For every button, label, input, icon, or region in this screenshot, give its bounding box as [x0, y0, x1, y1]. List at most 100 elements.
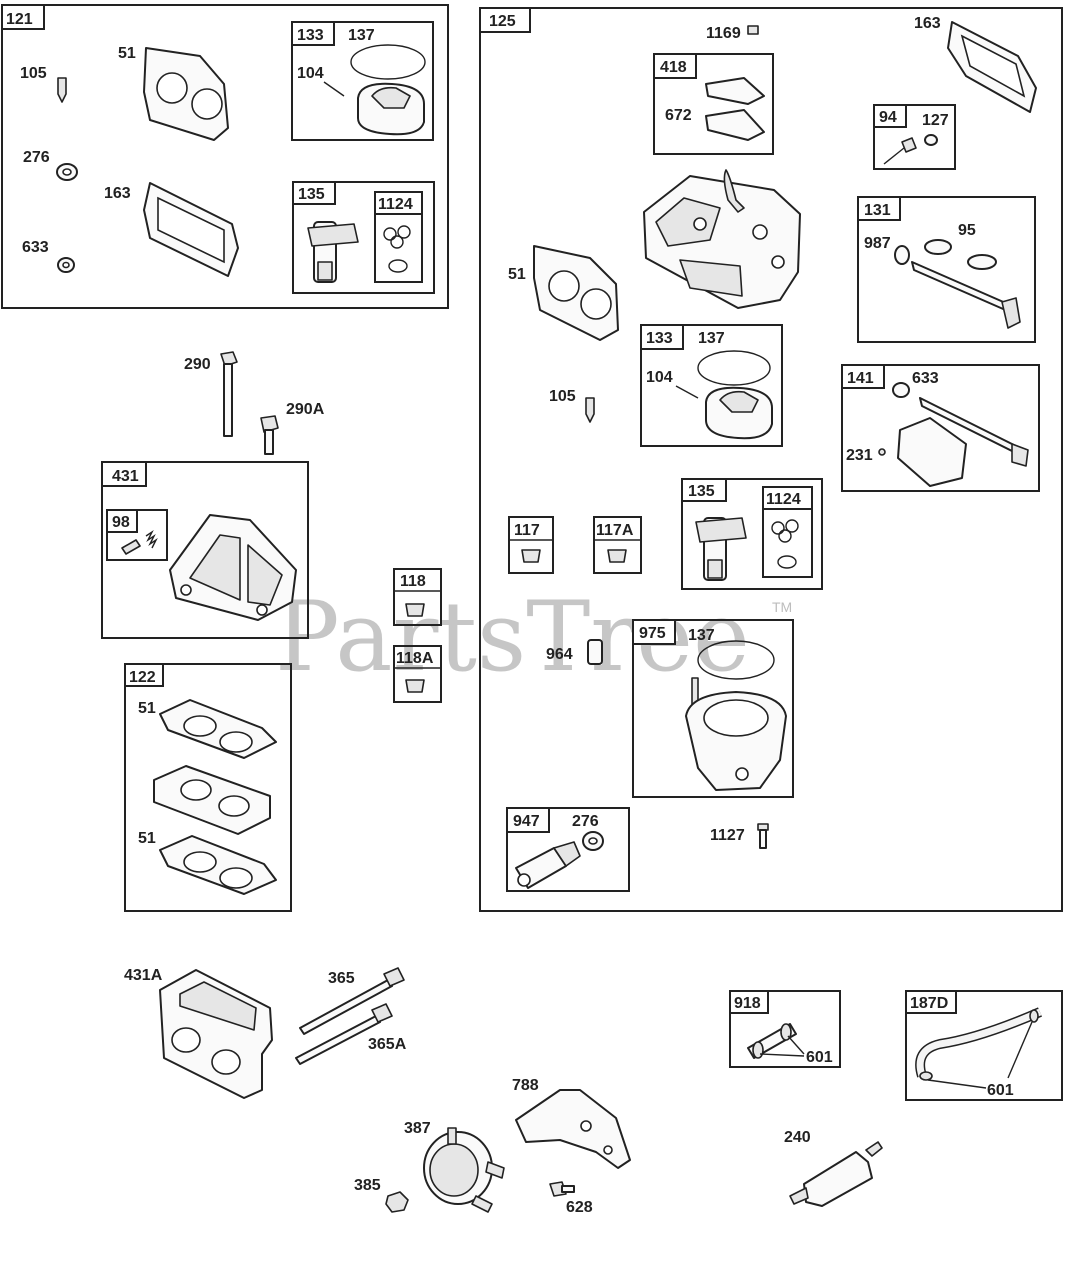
pin-icon: [675, 385, 699, 399]
box-label-122: 122: [129, 669, 156, 686]
box-label-131: 131: [864, 202, 891, 219]
gasket-icon: [533, 245, 619, 341]
label-231: 231: [846, 447, 873, 464]
label-51: 51: [118, 45, 136, 62]
label-104: 104: [297, 65, 324, 82]
box-label-133: 133: [646, 330, 673, 347]
screw-spring-icon: [121, 529, 158, 555]
bolt-290A[interactable]: 290A: [260, 401, 325, 455]
fuel-solenoid-icon: [515, 841, 581, 889]
jet-118[interactable]: 118: [393, 568, 442, 626]
bracket-788[interactable]: 788: [512, 1077, 631, 1169]
carburetor-body-icon: [643, 169, 801, 309]
fuel-bowl-icon: [685, 677, 787, 791]
gasket-icon: [159, 699, 277, 759]
carburetor-125[interactable]: 125 1169 163 418 672 94 127: [479, 7, 1063, 912]
gasket-icon: [159, 835, 277, 895]
o-ring-icon: [697, 350, 771, 386]
label-137: 137: [698, 330, 725, 347]
seal-kit-icon: [771, 519, 799, 569]
kit-918[interactable]: 918 601: [729, 990, 841, 1068]
watermark-tm: TM: [772, 599, 792, 615]
bolt-365[interactable]: 365: [299, 967, 405, 1035]
box-label-98: 98: [112, 514, 130, 531]
label-137: 137: [348, 27, 375, 44]
box-label-418: 418: [660, 59, 687, 76]
needle-valve-icon: [57, 77, 67, 103]
label-987: 987: [864, 235, 891, 252]
box-label-1124: 1124: [378, 196, 413, 213]
gasket-icon: [143, 47, 229, 141]
plate-icon: [705, 109, 765, 141]
label-105: 105: [549, 388, 576, 405]
jet-icon: [607, 549, 627, 563]
watermark-text: PartsTree: [275, 581, 750, 693]
kit-121[interactable]: 121 51 105 276 163 633 133 137 104: [1, 4, 449, 309]
label-387: 387: [404, 1120, 431, 1137]
label-633: 633: [22, 239, 49, 256]
needle-icon: [883, 147, 905, 165]
label-1169: 1169: [706, 25, 741, 42]
float-icon: [705, 386, 773, 440]
bolt-290[interactable]: 290: [184, 351, 238, 437]
bolt-365A[interactable]: 365A: [295, 1003, 407, 1065]
box-label-135: 135: [298, 186, 325, 203]
o-ring-icon: [697, 640, 775, 680]
kit-122[interactable]: 122 51 51: [124, 663, 292, 912]
jet-118A[interactable]: 118A: [393, 645, 442, 703]
fuel-filter-icon: [803, 1151, 873, 1207]
washer-icon: [892, 382, 910, 398]
box-label-1124: 1124: [766, 491, 801, 508]
float-icon: [357, 82, 425, 136]
kit-187D[interactable]: 187D 601: [905, 990, 1063, 1101]
label-163: 163: [914, 15, 941, 32]
fuel-pump-387[interactable]: 387: [404, 1120, 505, 1213]
label-104: 104: [646, 369, 673, 386]
label-137: 137: [688, 627, 715, 644]
adapter-icon: [169, 514, 297, 621]
box-label-117: 117: [514, 522, 540, 539]
label-964: 964: [546, 646, 573, 663]
screw-icon: [747, 25, 759, 35]
screw-628[interactable]: 628: [549, 1181, 593, 1216]
label-385: 385: [354, 1177, 381, 1194]
box-label-947: 947: [513, 813, 540, 830]
label-51: 51: [138, 700, 156, 717]
label-51: 51: [138, 830, 156, 847]
box-label-133: 133: [297, 27, 324, 44]
label-601: 601: [987, 1082, 1014, 1099]
label-633: 633: [912, 370, 939, 387]
screw-icon: [757, 823, 769, 849]
label-240: 240: [784, 1129, 811, 1146]
fuel-filter-240[interactable]: 240: [784, 1129, 883, 1207]
spacer-icon: [153, 765, 271, 835]
box-label-117A: 117A: [596, 522, 634, 539]
jet-icon: [405, 603, 425, 617]
jet-icon: [405, 679, 425, 693]
box-label-125: 125: [489, 13, 516, 30]
solenoid-icon: [307, 221, 359, 283]
label-431A: 431A: [124, 967, 163, 984]
throttle-shaft-icon: [894, 239, 1021, 329]
label-276: 276: [23, 149, 50, 166]
box-label-918: 918: [734, 995, 761, 1012]
kit-431[interactable]: 431 98: [101, 461, 309, 639]
nut-385[interactable]: 385: [354, 1177, 409, 1213]
label-365A: 365A: [368, 1036, 407, 1053]
plate-icon: [705, 77, 765, 105]
seal-kit-icon: [383, 225, 411, 273]
bushing-icon: [587, 639, 603, 665]
label-163: 163: [104, 185, 131, 202]
label-127: 127: [922, 112, 949, 129]
box-label-187D: 187D: [910, 995, 948, 1012]
box-label-135: 135: [688, 483, 715, 500]
o-ring-icon: [350, 44, 426, 80]
box-label-431: 431: [112, 468, 139, 485]
bracket-icon: [515, 1089, 631, 1169]
label-290: 290: [184, 356, 211, 373]
gasket-rectangular-icon: [143, 182, 239, 277]
box-label-141: 141: [847, 370, 874, 387]
box-label-975: 975: [639, 625, 666, 642]
adapter-431A[interactable]: 431A: [124, 967, 273, 1099]
